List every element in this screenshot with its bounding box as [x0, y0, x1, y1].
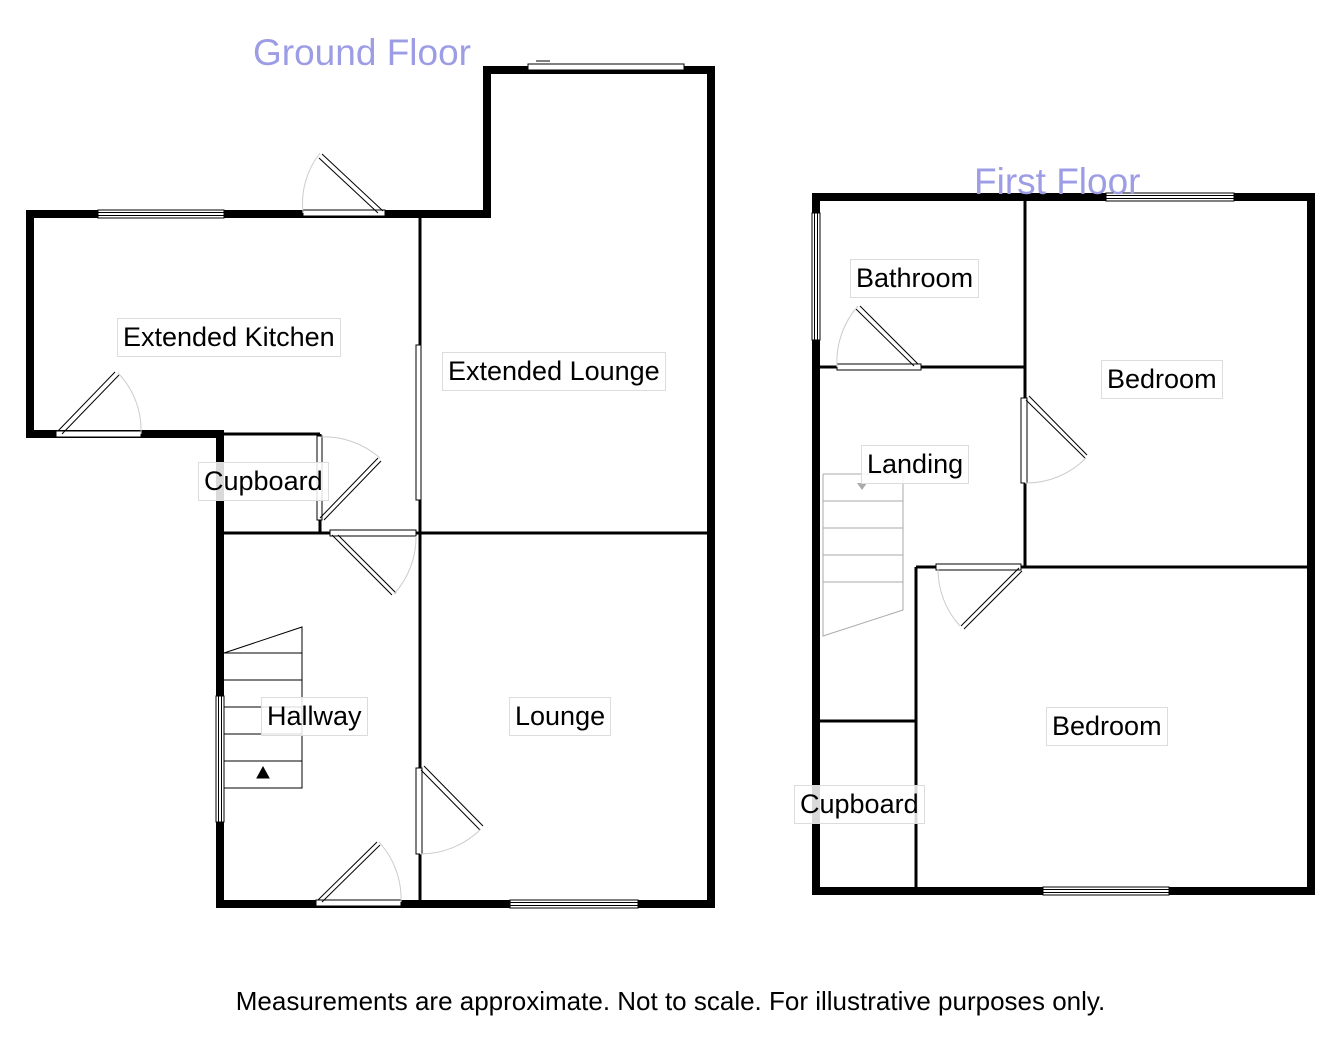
room-label-bedroom-front: Bedroom [1046, 707, 1168, 747]
window-kitchen-rear [97, 209, 225, 219]
window-bedroom-front [1042, 886, 1170, 896]
room-label-hallway: Hallway [261, 697, 368, 737]
stair-down-arrow-icon [857, 483, 867, 490]
ground-floor-title: Ground Floor [253, 32, 471, 73]
door-hallway-to-lounge-ext [329, 529, 417, 596]
room-label-lounge: Lounge [509, 697, 612, 737]
ground-exterior-walls [26, 66, 715, 908]
first-floor-title: First Floor [974, 161, 1141, 202]
ground-floor-plan [26, 60, 715, 909]
first-staircase [822, 473, 904, 637]
ground-doors [55, 152, 484, 907]
room-label-bathroom: Bathroom [850, 259, 980, 299]
first-doors [836, 305, 1088, 630]
room-label-ground-cupboard: Cupboard [198, 462, 329, 502]
door-hallway-to-lounge [415, 765, 484, 855]
room-label-first-cupboard: Cupboard [794, 785, 925, 825]
disclaimer-text: Measurements are approximate. Not to sca… [235, 986, 1106, 1016]
door-kitchen-rear [301, 152, 386, 217]
door-bedroom-front [935, 563, 1023, 630]
ground-windows [97, 60, 685, 909]
room-label-landing: Landing [861, 445, 970, 485]
door-bedroom-rear [1020, 395, 1088, 484]
door-bathroom [836, 305, 922, 371]
room-label-extended-kitchen: Extended Kitchen [117, 318, 341, 358]
room-label-bedroom-rear: Bedroom [1101, 360, 1223, 400]
room-label-extended-lounge: Extended Lounge [442, 352, 666, 392]
window-lounge-front [509, 899, 639, 909]
first-floor-plan [811, 192, 1315, 896]
window-extended-lounge-rear [527, 60, 685, 71]
window-bedroom-rear [1105, 192, 1235, 202]
window-hallway-side [215, 695, 225, 823]
first-windows [811, 192, 1235, 896]
door-kitchen-side [55, 371, 142, 438]
window-bathroom [811, 212, 821, 341]
front-door [315, 841, 402, 907]
stair-up-arrow-icon [256, 765, 270, 779]
opening-kitchen-lounge [415, 344, 422, 501]
